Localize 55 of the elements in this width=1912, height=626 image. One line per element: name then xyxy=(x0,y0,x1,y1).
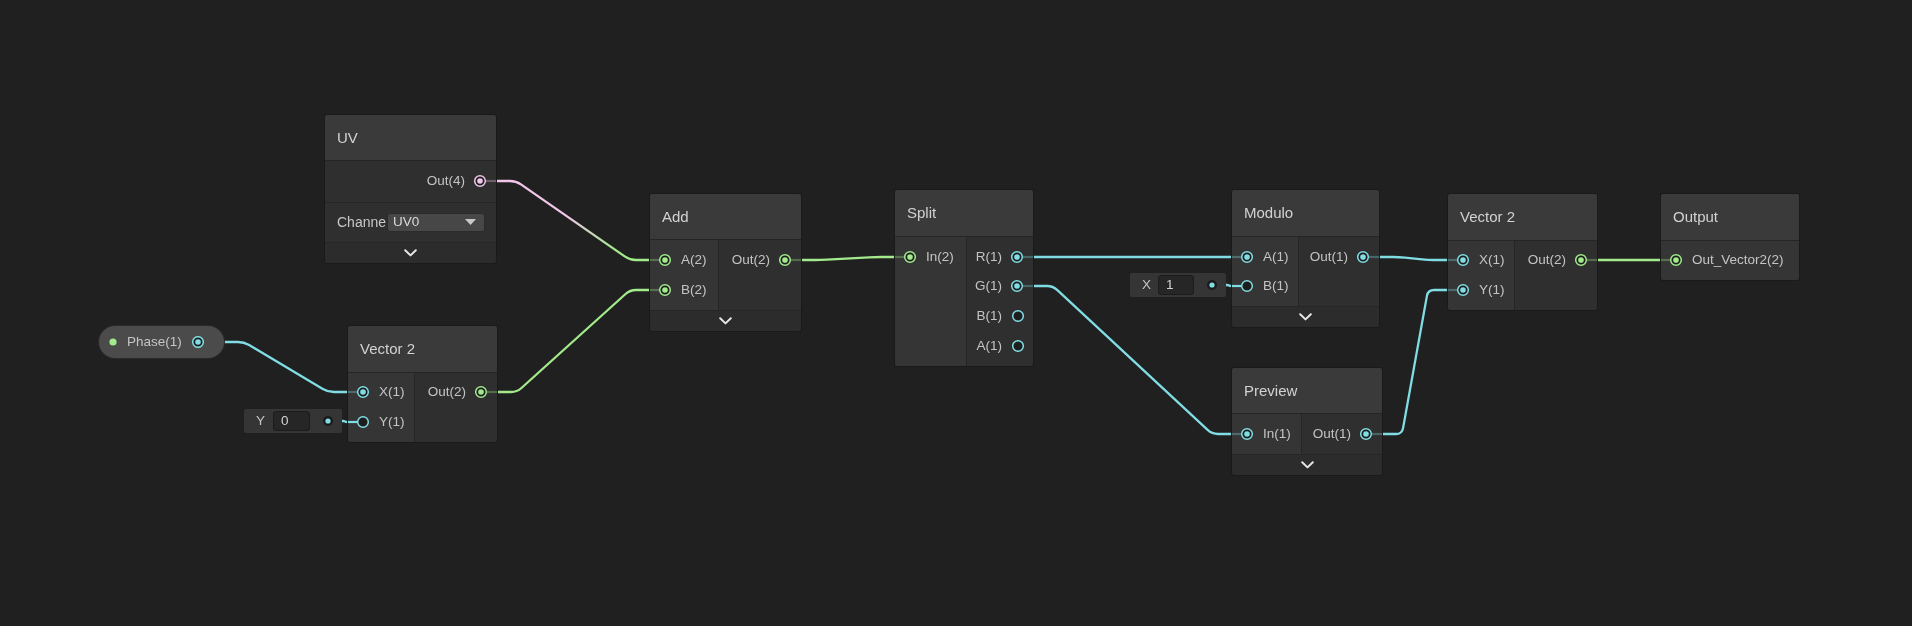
graph-node-card xyxy=(348,326,497,442)
connection-wire xyxy=(801,255,895,262)
connection-wire xyxy=(1379,255,1448,262)
graph-node-card xyxy=(895,190,1033,366)
port-label: Y(1) xyxy=(379,413,405,431)
port-label: Out(4) xyxy=(426,172,465,190)
inline-value-field xyxy=(244,409,342,433)
connection-wire xyxy=(1597,258,1661,262)
graph-node-card xyxy=(1232,368,1382,475)
connection-wire xyxy=(496,179,650,262)
connection-wire xyxy=(1033,284,1232,436)
port-label: A(1) xyxy=(1263,248,1289,266)
node-title: Output xyxy=(1673,208,1719,226)
port-label: B(1) xyxy=(1263,277,1289,295)
graph-node-card xyxy=(1661,194,1799,280)
node-title: Preview xyxy=(1244,381,1298,400)
input-field: 0 xyxy=(273,411,310,431)
connection-wire xyxy=(497,288,650,394)
graph-node-card xyxy=(1232,190,1379,327)
graph-node-card xyxy=(325,115,496,263)
node-title: Vector 2 xyxy=(360,340,416,358)
port-label: X(1) xyxy=(1479,251,1505,269)
graph-node-card xyxy=(650,194,801,331)
property-label: Phase(1) xyxy=(127,333,182,351)
port-label: Out(2) xyxy=(1527,251,1566,269)
dropdown: UV0 xyxy=(387,213,485,232)
port-label: Out_Vector2(2) xyxy=(1692,251,1784,269)
port-label: Out(1) xyxy=(1312,425,1351,443)
port-label: Y(1) xyxy=(1479,281,1505,299)
connection-wire xyxy=(1033,255,1232,259)
port-label: A(2) xyxy=(681,251,707,269)
port-label: In(1) xyxy=(1263,425,1291,443)
port-label: X(1) xyxy=(379,383,405,401)
property-label: Channe xyxy=(337,213,387,231)
port-label: B(1) xyxy=(976,307,1002,325)
node-title: Split xyxy=(907,204,937,222)
node-title: Modulo xyxy=(1244,204,1294,222)
port-label: G(1) xyxy=(975,277,1002,295)
port-label: In(2) xyxy=(926,248,954,266)
node-title: Vector 2 xyxy=(1460,208,1516,226)
port-label: A(1) xyxy=(976,337,1002,355)
node-title: UV xyxy=(337,128,358,147)
node-title: Add xyxy=(662,207,689,226)
property-pill xyxy=(99,326,224,358)
field-label: X xyxy=(1142,276,1151,294)
connection-wire xyxy=(224,340,348,394)
graph-node-card xyxy=(1448,194,1597,310)
port-label: Out(1) xyxy=(1309,248,1348,266)
port-label: R(1) xyxy=(975,248,1002,266)
input-field: 1 xyxy=(1158,275,1194,295)
port-label: Out(2) xyxy=(731,251,770,269)
port-label: B(2) xyxy=(681,281,707,299)
port-label: Out(2) xyxy=(427,383,466,401)
field-label: Y xyxy=(256,412,265,430)
inline-value-field xyxy=(1130,273,1226,297)
